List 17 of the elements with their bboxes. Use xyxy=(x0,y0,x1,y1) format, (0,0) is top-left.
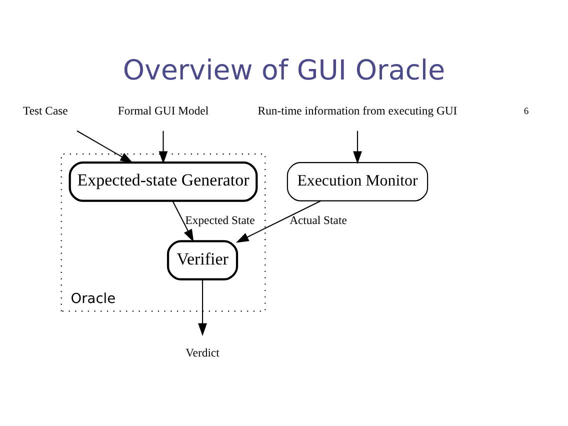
diagram-title: Overview of GUI Oracle xyxy=(122,54,446,87)
edge-label: Expected State xyxy=(185,214,255,227)
arrow xyxy=(236,200,322,243)
node-box: Expected-state Generator xyxy=(68,162,258,202)
arrow xyxy=(198,280,207,336)
arrow xyxy=(353,130,362,164)
node-text: Formal GUI Model xyxy=(118,104,209,118)
node-box: Verifier xyxy=(166,240,238,280)
node-text: Test Case xyxy=(23,104,68,118)
node-text: Verdict xyxy=(186,346,220,360)
arrow xyxy=(172,200,194,242)
node-box: Execution Monitor xyxy=(286,162,428,202)
arrow xyxy=(76,130,133,164)
label: 6 xyxy=(524,106,529,117)
node-text: Run-time information from executing GUI xyxy=(258,104,458,118)
arrow xyxy=(158,130,168,164)
edge-label: Actual State xyxy=(290,214,347,227)
